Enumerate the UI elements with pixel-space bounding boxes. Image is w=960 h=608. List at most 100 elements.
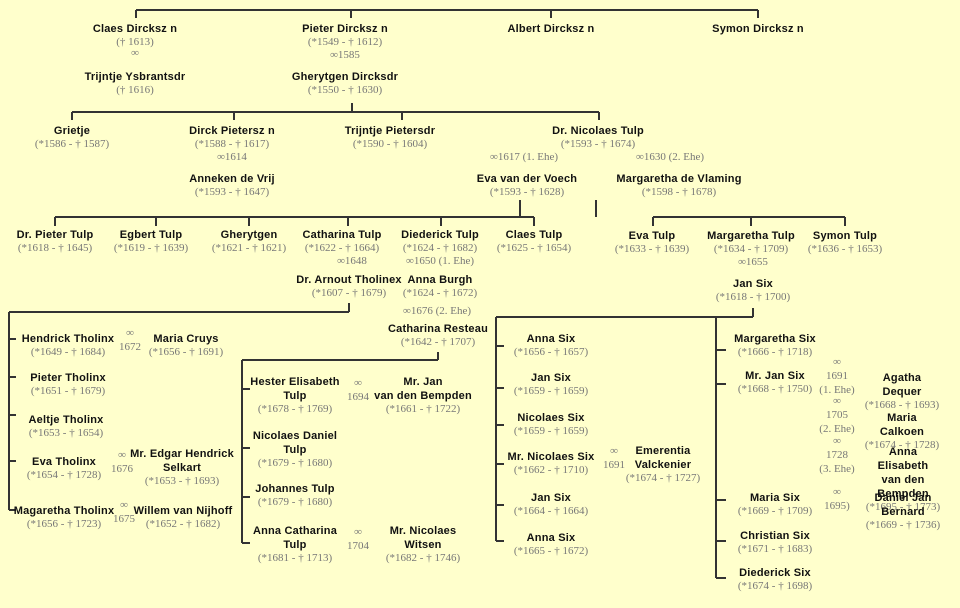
- person-dates: (*1625 - † 1654): [496, 242, 572, 254]
- person-diederick-six: Diederick Six(*1674 - † 1698): [738, 566, 812, 593]
- person-dates: (*1661 - † 1722): [385, 403, 461, 415]
- person-name: Albert Dircksz n: [507, 23, 595, 35]
- person-dates: (*1593 - † 1674): [560, 138, 636, 150]
- person-name: Jan Six: [531, 492, 571, 504]
- person-name: Trijntje Ysbrantsdr: [84, 71, 186, 83]
- marriage-maria-six: ∞ 1695): [824, 486, 850, 512]
- person-anna-catharina: Anna Catharina Tulp(*1681 - † 1713): [253, 524, 337, 565]
- person-name: Diederick Tulp: [401, 229, 479, 241]
- person-dates: (*1669 - † 1709): [737, 505, 813, 517]
- person-willem: Willem van Nijhoff(*1652 - † 1682): [134, 504, 233, 531]
- person-jan-bempden: Mr. Jan van den Bempden(*1661 - † 1722): [374, 375, 472, 416]
- person-gherytgen-t: Gherytgen(*1621 - † 1621): [212, 228, 286, 255]
- person-anneken: Anneken de Vrij(*1593 - † 1647): [189, 172, 275, 199]
- person-name: Symon Dircksz n: [712, 23, 804, 35]
- person-dates: (*1656 - † 1657): [513, 346, 589, 358]
- person-dates: (*1618 - † 1645): [17, 242, 93, 254]
- person-anna-burgh: Anna Burgh(*1624 - † 1672): [403, 273, 477, 300]
- marriage-claes: ∞: [131, 47, 139, 59]
- person-diederick-tulp: Diederick Tulp(*1624 - † 1682): [401, 228, 479, 255]
- person-name: Pieter Tholinx: [30, 372, 106, 384]
- marriage-jan-six3: ∞ 1728 (3. Ehe): [819, 435, 855, 475]
- person-name: Egbert Tulp: [119, 229, 183, 241]
- person-dates: (*1634 - † 1709): [713, 243, 789, 255]
- person-dates: (*1550 - † 1630): [307, 84, 383, 96]
- person-name: Nicolaes Six: [517, 412, 585, 424]
- person-name: Anna Six: [526, 333, 576, 345]
- person-pieter-d: Pieter Dircksz n(*1549 - † 1612): [302, 22, 388, 49]
- person-dates: (*1668 - † 1750): [737, 383, 813, 395]
- person-name: Catharina Tulp: [302, 229, 382, 241]
- person-dates: (*1618 - † 1700): [715, 291, 791, 303]
- person-name: Eva Tulp: [628, 230, 676, 242]
- marriage-catharina: ∞1648: [337, 255, 367, 267]
- person-dates: (*1674 - † 1727): [625, 472, 701, 484]
- person-dates: (*1695 - † 1773): [865, 501, 941, 513]
- person-name: Eva van der Voech: [476, 173, 578, 185]
- person-eva-th: Eva Tholinx(*1654 - † 1728): [27, 455, 101, 482]
- person-dates: (*1590 - † 1604): [352, 138, 428, 150]
- person-nicolaes-six: Nicolaes Six(*1659 - † 1659): [514, 411, 588, 438]
- marriage-anna-catharina: ∞ 1704: [347, 526, 369, 552]
- person-nicolaes-daniel: Nicolaes Daniel Tulp(*1679 - † 1680): [253, 429, 337, 470]
- person-name: Hester Elisabeth Tulp: [250, 376, 340, 402]
- person-name: Hendrick Tholinx: [21, 333, 115, 345]
- person-dates: (*1669 - † 1736): [865, 519, 941, 531]
- person-dates: (*1633 - † 1639): [614, 243, 690, 255]
- person-dates: (*1674 - † 1728): [864, 439, 940, 451]
- person-dirck-p: Dirck Pietersz n(*1588 - † 1617): [189, 124, 275, 151]
- person-name: Dr. Arnout Tholinex: [296, 274, 402, 286]
- person-dates: (*1656 - † 1723): [26, 518, 102, 530]
- person-symon-tulp: Symon Tulp(*1636 - † 1653): [808, 229, 882, 256]
- person-daniel-bernard: Daniel Jan Bernard(*1669 - † 1736): [866, 491, 940, 532]
- person-name: Grietje: [53, 125, 91, 137]
- person-magaretha-th: Magaretha Tholinx(*1656 - † 1723): [14, 504, 115, 531]
- marriage-tulp2: ∞1630 (2. Ehe): [635, 151, 705, 163]
- person-catharina-resteau: Catharina Resteau(*1642 - † 1707): [388, 322, 488, 349]
- person-dates: (*1674 - † 1698): [737, 580, 813, 592]
- person-name: Mr. Edgar Hendrick Selkart: [130, 448, 234, 474]
- person-dates: (*1649 - † 1684): [30, 346, 106, 358]
- person-dates: (*1622 - † 1664): [304, 242, 380, 254]
- person-name: Dr. Pieter Tulp: [16, 229, 94, 241]
- person-name: Dirck Pietersz n: [189, 125, 275, 137]
- person-grietje: Grietje(*1586 - † 1587): [35, 124, 109, 151]
- person-dates: (*1653 - † 1654): [28, 427, 104, 439]
- person-eva-voech: Eva van der Voech(*1593 - † 1628): [477, 172, 577, 199]
- person-name: Johannes Tulp: [255, 483, 335, 495]
- person-name: Nicolaes Daniel Tulp: [252, 430, 338, 456]
- person-dates: († 1616): [116, 84, 154, 96]
- person-mr-jan-six: Mr. Jan Six(*1668 - † 1750): [738, 369, 812, 396]
- person-gherytgen-d: Gherytgen Dircksdr(*1550 - † 1630): [292, 70, 398, 97]
- person-margaretha-vlaming: Margaretha de Vlaming(*1598 - † 1678): [616, 172, 741, 199]
- person-maria-cruys: Maria Cruys(*1656 - † 1691): [149, 332, 223, 359]
- person-catharina-tulp: Catharina Tulp(*1622 - † 1664): [303, 228, 382, 255]
- person-name: Anna Burgh: [407, 274, 473, 286]
- marriage-magaretha: ∞ 1675: [113, 499, 135, 525]
- person-name: Magaretha Tholinx: [13, 505, 115, 517]
- person-dates: (*1678 - † 1769): [257, 403, 333, 415]
- person-dates: (*1624 - † 1672): [402, 287, 478, 299]
- person-dates: (*1654 - † 1728): [26, 469, 102, 481]
- person-dates: (*1668 - † 1693): [864, 399, 940, 411]
- person-dates: (*1656 - † 1691): [148, 346, 224, 358]
- person-trijntje-p: Trijntje Pietersdr(*1590 - † 1604): [345, 124, 435, 151]
- person-name: Claes Dircksz n: [92, 23, 178, 35]
- marriage-nicolaes-six: ∞ 1691: [603, 445, 625, 471]
- marriage-eva: ∞ 1676: [111, 449, 133, 475]
- person-eva-tulp: Eva Tulp(*1633 - † 1639): [615, 229, 689, 256]
- person-dates: (*1659 - † 1659): [513, 425, 589, 437]
- person-maria-six: Maria Six(*1669 - † 1709): [738, 491, 812, 518]
- person-name: Mr. Jan van den Bempden: [374, 376, 472, 402]
- person-name: Eva Tholinx: [32, 456, 96, 468]
- person-dates: (*1679 - † 1680): [257, 457, 333, 469]
- person-pieter-tulp: Dr. Pieter Tulp(*1618 - † 1645): [17, 228, 94, 255]
- person-name: Gherytgen Dircksdr: [291, 71, 399, 83]
- marriage-jan-six2: ∞ 1705 (2. Ehe): [819, 395, 855, 435]
- person-anna-six2: Anna Six(*1665 - † 1672): [514, 531, 588, 558]
- person-name: Anna Catharina Tulp: [252, 525, 338, 551]
- marriage-hester: ∞ 1694: [347, 377, 369, 403]
- person-dates: († 1613): [116, 36, 154, 48]
- marriage-jan-six1: ∞ 1691 (1. Ehe): [819, 356, 855, 396]
